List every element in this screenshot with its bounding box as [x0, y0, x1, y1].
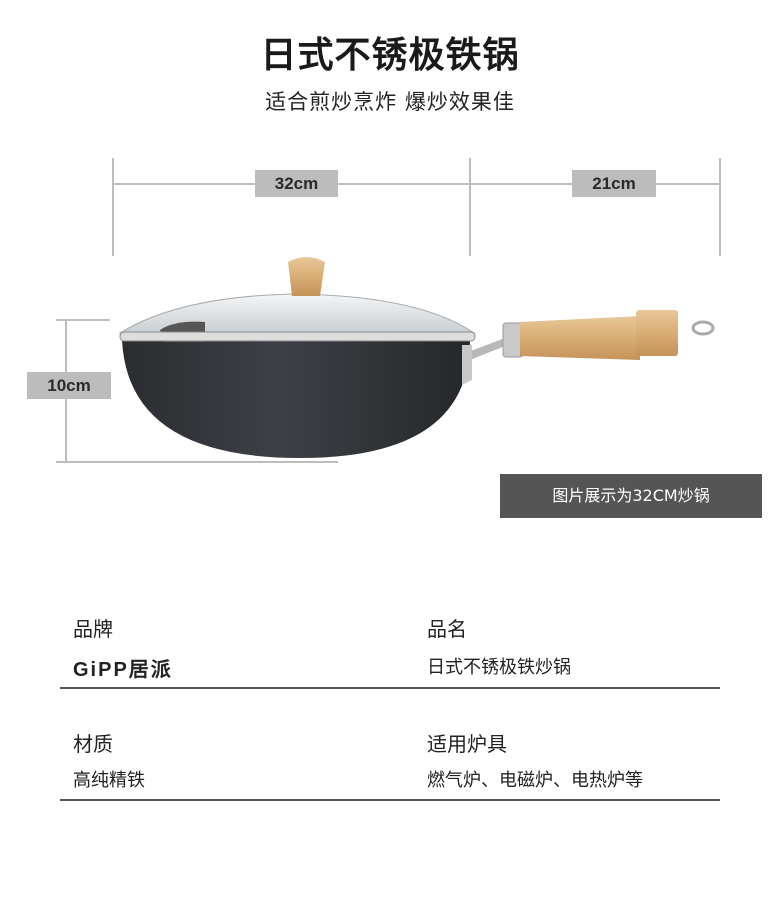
spec-label-material: 材质 [73, 732, 113, 756]
handle-length-label: 21cm [572, 170, 656, 197]
dimension-tick [56, 319, 110, 321]
divider [60, 799, 720, 801]
wok-bowl [122, 340, 472, 458]
spec-value-material: 高纯精铁 [73, 770, 145, 791]
dimension-tick [112, 158, 114, 256]
dimension-tick [719, 158, 721, 256]
lid-knob [288, 257, 325, 296]
wok-image [118, 257, 715, 458]
product-title: 日式不锈极铁锅 [260, 35, 520, 76]
wok-handle [468, 310, 715, 360]
diameter-label: 32cm [255, 170, 338, 197]
product-subtitle: 适合煎炒烹炸 爆炒效果佳 [265, 90, 515, 114]
spec-value-stoves: 燃气炉、电磁炉、电热炉等 [427, 770, 643, 791]
dimension-tick [469, 158, 471, 256]
spec-label-stoves: 适用炉具 [427, 732, 507, 756]
spec-label-name: 品名 [427, 617, 467, 641]
width-dimension-line [113, 183, 720, 185]
dimension-tick [56, 461, 338, 463]
spec-value-name: 日式不锈极铁炒锅 [427, 657, 571, 678]
spec-value-brand: GiPP居派 [73, 659, 173, 681]
spec-label-brand: 品牌 [73, 617, 113, 641]
image-caption: 图片展示为32CM炒锅 [500, 474, 762, 518]
divider [60, 687, 720, 689]
glass-lid [118, 293, 476, 342]
height-label: 10cm [27, 372, 111, 399]
